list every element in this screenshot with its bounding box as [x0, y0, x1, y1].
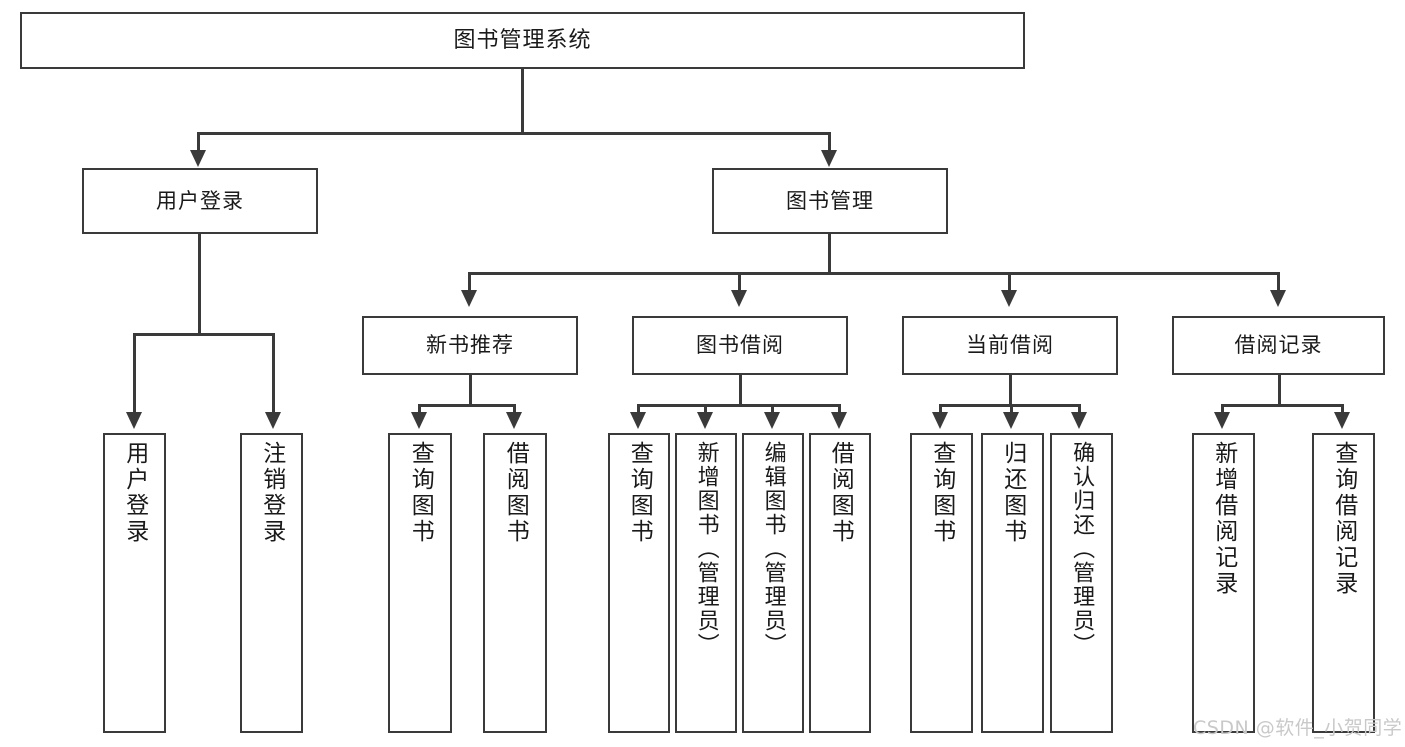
- arrowhead-leaf-add-record: [1214, 412, 1230, 429]
- arrowhead-leaf-return-book: [1003, 412, 1019, 429]
- node-leaf-user-logout[interactable]: 注销登录: [240, 433, 303, 733]
- connector-user-login-drop-2: [272, 333, 275, 421]
- connector-root-stem: [521, 69, 524, 134]
- connector-user-login-drop-1: [133, 333, 136, 421]
- connector-new-book-recommend-bar: [418, 404, 516, 407]
- node-leaf-query-book-2-label: 查询图书: [626, 441, 653, 545]
- arrowhead-leaf-user-login: [126, 412, 142, 429]
- connector-to-book-borrow: [738, 272, 741, 299]
- node-user-login-label: 用户登录: [156, 188, 244, 213]
- connector-to-current-borrow: [1008, 272, 1011, 299]
- node-leaf-edit-book-label: 编辑图书（管理员）: [760, 441, 786, 657]
- node-leaf-query-book-1-label: 查询图书: [407, 441, 434, 545]
- arrowhead-leaf-query-record: [1334, 412, 1350, 429]
- connector-to-borrow-record: [1277, 272, 1280, 299]
- node-leaf-user-login-label: 用户登录: [121, 441, 148, 545]
- node-leaf-user-login[interactable]: 用户登录: [103, 433, 166, 733]
- node-leaf-add-book-label: 新增图书（管理员）: [693, 441, 719, 657]
- node-book-borrow[interactable]: 图书借阅: [632, 316, 848, 375]
- node-leaf-add-record[interactable]: 新增借阅记录: [1192, 433, 1255, 733]
- node-leaf-confirm-return[interactable]: 确认归还（管理员）: [1050, 433, 1113, 733]
- arrowhead-leaf-confirm-return: [1071, 412, 1087, 429]
- node-leaf-borrow-book-1-label: 借阅图书: [502, 441, 529, 545]
- connector-root-to-user-login: [197, 132, 200, 159]
- node-book-borrow-label: 图书借阅: [696, 333, 784, 358]
- node-leaf-query-book-3[interactable]: 查询图书: [910, 433, 973, 733]
- arrowhead-user-login: [190, 150, 206, 167]
- connector-level3-bar: [468, 272, 1280, 275]
- arrowhead-current-borrow: [1001, 290, 1017, 307]
- node-root[interactable]: 图书管理系统: [20, 12, 1025, 69]
- node-leaf-return-book[interactable]: 归还图书: [981, 433, 1044, 733]
- node-current-borrow[interactable]: 当前借阅: [902, 316, 1118, 375]
- node-current-borrow-label: 当前借阅: [966, 333, 1054, 358]
- connector-user-login-bar: [133, 333, 275, 336]
- node-book-management-label: 图书管理: [786, 188, 874, 213]
- node-leaf-add-record-label: 新增借阅记录: [1210, 441, 1237, 597]
- connector-user-login-stem: [198, 234, 201, 336]
- node-leaf-query-book-3-label: 查询图书: [928, 441, 955, 545]
- arrowhead-book-management: [821, 150, 837, 167]
- node-leaf-query-record[interactable]: 查询借阅记录: [1312, 433, 1375, 733]
- connector-root-bar: [197, 132, 831, 135]
- node-new-book-recommend[interactable]: 新书推荐: [362, 316, 578, 375]
- arrowhead-leaf-borrow-book-1: [506, 412, 522, 429]
- arrowhead-leaf-query-book-2: [630, 412, 646, 429]
- arrowhead-new-book-recommend: [461, 290, 477, 307]
- connector-borrow-record-bar: [1221, 404, 1344, 407]
- node-new-book-recommend-label: 新书推荐: [426, 333, 514, 358]
- arrowhead-leaf-user-logout: [265, 412, 281, 429]
- connector-new-book-recommend-stem: [469, 375, 472, 407]
- connector-root-to-book-management: [828, 132, 831, 159]
- connector-borrow-record-stem: [1278, 375, 1281, 407]
- node-borrow-record-label: 借阅记录: [1234, 333, 1323, 358]
- node-leaf-edit-book[interactable]: 编辑图书（管理员）: [742, 433, 804, 733]
- arrowhead-leaf-add-book: [697, 412, 713, 429]
- connector-to-new-book-recommend: [468, 272, 471, 299]
- csdn-watermark: CSDN @软件_小贺同学: [1193, 717, 1403, 739]
- connector-current-borrow-stem: [1009, 375, 1012, 407]
- node-leaf-return-book-label: 归还图书: [999, 441, 1026, 545]
- node-borrow-record[interactable]: 借阅记录: [1172, 316, 1385, 375]
- node-book-management[interactable]: 图书管理: [712, 168, 948, 234]
- node-leaf-query-record-label: 查询借阅记录: [1330, 441, 1357, 597]
- arrowhead-book-borrow: [731, 290, 747, 307]
- arrowhead-leaf-borrow-book-2: [831, 412, 847, 429]
- connector-book-borrow-stem: [739, 375, 742, 407]
- node-user-login[interactable]: 用户登录: [82, 168, 318, 234]
- arrowhead-leaf-query-book-1: [411, 412, 427, 429]
- node-leaf-user-logout-label: 注销登录: [258, 441, 285, 545]
- node-leaf-borrow-book-2[interactable]: 借阅图书: [809, 433, 871, 733]
- node-leaf-add-book[interactable]: 新增图书（管理员）: [675, 433, 737, 733]
- node-leaf-query-book-1[interactable]: 查询图书: [388, 433, 452, 733]
- node-leaf-borrow-book-2-label: 借阅图书: [827, 441, 854, 545]
- node-leaf-query-book-2[interactable]: 查询图书: [608, 433, 670, 733]
- node-root-label: 图书管理系统: [453, 27, 592, 53]
- node-leaf-confirm-return-label: 确认归还（管理员）: [1069, 441, 1095, 657]
- node-leaf-borrow-book-1[interactable]: 借阅图书: [483, 433, 547, 733]
- arrowhead-borrow-record: [1270, 290, 1286, 307]
- connector-book-management-stem: [828, 234, 831, 274]
- arrowhead-leaf-edit-book: [764, 412, 780, 429]
- arrowhead-leaf-query-book-3: [932, 412, 948, 429]
- connector-book-borrow-bar: [637, 404, 841, 407]
